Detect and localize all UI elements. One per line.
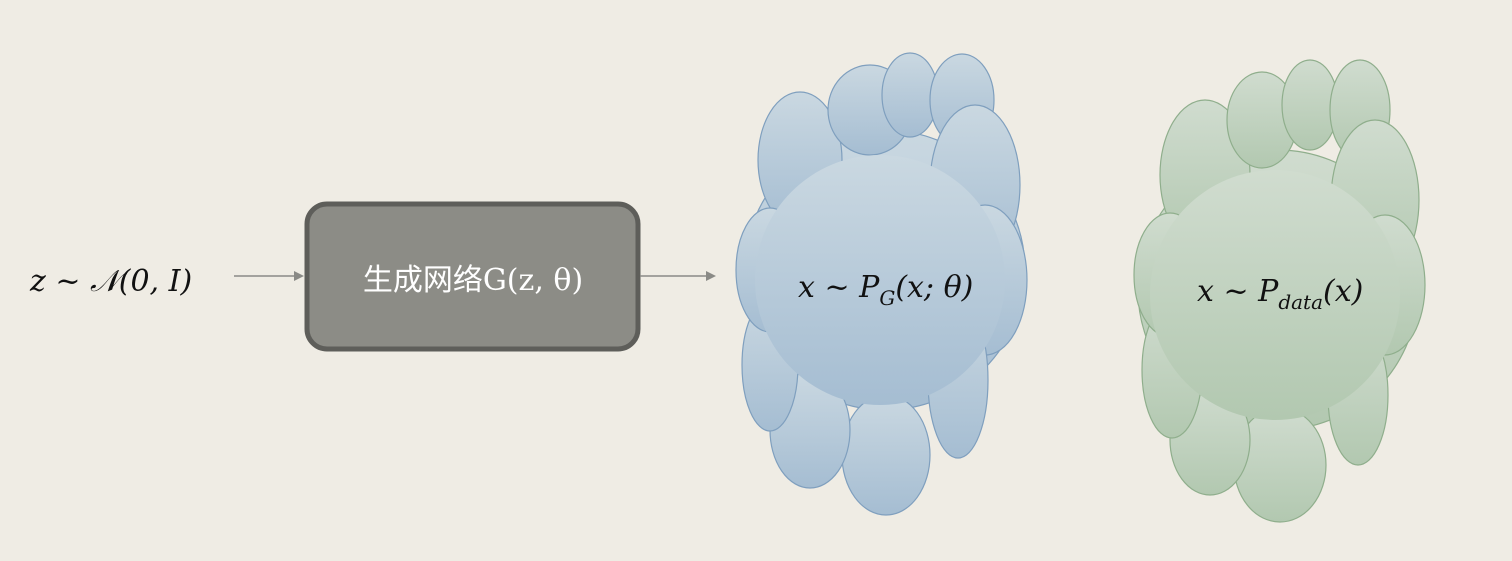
data-distribution-subscript: data [1278, 290, 1323, 314]
generated-distribution-subscript: G [879, 286, 895, 310]
input-noise-label: z ~ 𝒩(0, I) [29, 264, 192, 299]
data-distribution-label: x ~ Pdata(x) [1197, 274, 1363, 314]
data-distribution-label-tail: (x) [1323, 274, 1363, 309]
data-distribution-label-main: x ~ P [1197, 274, 1279, 309]
generator-label: 生成网络G(z, θ) [363, 263, 583, 298]
generated-distribution-cloud: x ~ PG(x; θ) [735, 52, 1028, 516]
generator-box: 生成网络G(z, θ) [304, 201, 641, 352]
data-distribution-cloud: x ~ Pdata(x) [1133, 59, 1426, 523]
generated-distribution-label-main: x ~ P [798, 270, 880, 305]
generated-distribution-label-tail: (x; θ) [895, 270, 973, 305]
generator-box-shape [304, 201, 641, 352]
generated-distribution-label: x ~ PG(x; θ) [798, 270, 973, 310]
